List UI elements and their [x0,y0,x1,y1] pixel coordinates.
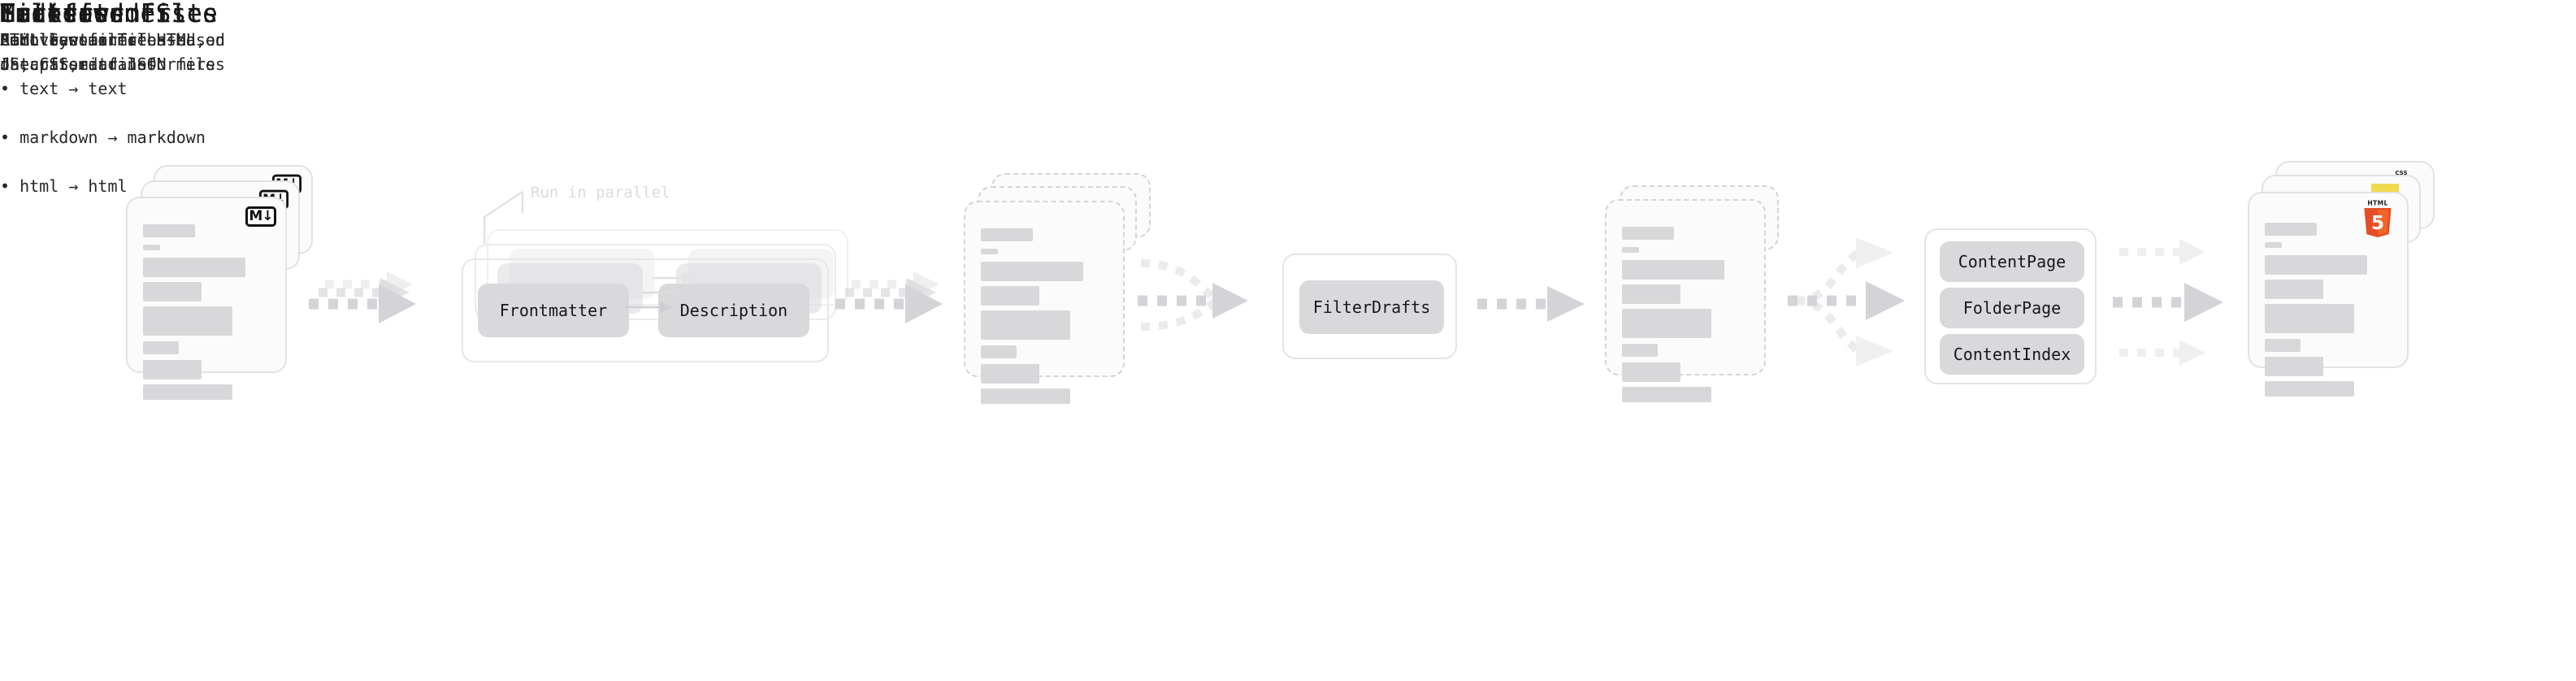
content-bar [2265,242,2282,248]
filters-box: FilterDrafts [1282,254,1457,359]
content-bar [1622,344,1658,357]
content-bar [1622,247,1639,253]
transformers-subtitle: Can transform: [0,30,137,50]
modified-card-front [964,201,1125,404]
content-bar [1622,227,1674,240]
content-bar [143,258,245,277]
content-bar [2265,339,2301,352]
bullet-text: markdown → markdown [20,128,206,148]
connector-emitters-to-site [2113,239,2223,366]
content-bar [981,262,1083,281]
stage-filters: FilterDrafts Filters Remove some files b… [0,0,1457,359]
content-bar [143,306,232,336]
content-bar [143,224,195,237]
content-bar [981,249,998,254]
content-bar [1622,387,1711,402]
svg-text:CSS: CSS [2395,170,2407,176]
transformers-bullet-0: • text → text [0,52,206,101]
transformers-bullet-1: • markdown → markdown [0,101,206,150]
content-bar [1622,260,1724,280]
emitters-box: ContentPage FolderPage ContentIndex [1924,228,2097,384]
content-bar [2265,255,2367,275]
stage-title-transformers: Transformers [0,0,187,28]
connector-filters-to-filtered [1477,286,1585,322]
content-bar [981,286,1039,306]
transformer-pill-frontmatter[interactable]: Frontmatter [478,284,629,337]
filtered-card-front [1605,199,1766,402]
stage-title-emitters: Emitters [0,0,125,28]
connector-transformers-to-modified [835,271,943,323]
stage-modified-files: Modified files HTML Syntax Tree + data f… [0,0,1151,404]
filter-pill-filterdrafts[interactable]: FilterDrafts [1299,280,1444,334]
content-bar [981,310,1070,340]
content-bar [143,384,232,400]
content-bar [2265,280,2323,299]
emitters-subtitle: Emit new files based on the parsed files [0,30,225,75]
content-bar [2265,223,2317,236]
filters-subtitle: Remove some files based on criteria [0,30,225,75]
stage-title-generated-site: Generated Site [0,0,219,28]
emitter-pill-contentpage[interactable]: ContentPage [1940,241,2084,282]
transformers-bullet-2: • html → html [0,150,206,198]
stage-title-markdown-files: Markdown Files [0,0,219,28]
content-bar [1622,362,1680,382]
content-bar [981,345,1017,358]
stage-title-filters: Filters [0,0,110,28]
stage-title-modified-files: Modified files [0,0,219,28]
run-in-parallel-annotation: Run in parallel [531,184,670,202]
content-bar [981,364,1039,384]
markdown-logo-icon: M↓ [245,206,276,227]
content-bar [981,228,1033,241]
svg-text:HTML: HTML [2367,199,2387,206]
stage-markdown-files: M↓ M↓ M↓ Markdown Files [0,0,313,400]
markdown-card-front: M↓ [126,197,287,400]
bullet-text: html → html [20,176,128,197]
content-bar [2265,357,2323,376]
svg-text:5: 5 [2371,213,2384,234]
content-bar [1622,284,1680,304]
connector-filtered-to-emitters [1788,237,1905,367]
generated-site-subtitle: A collection of HTML, JS, CSS, and JSON … [0,30,225,75]
content-bar [143,360,202,380]
transformer-box-front: Frontmatter Description [462,258,829,362]
bullet-text: text → text [20,79,128,99]
content-bar [143,245,160,250]
stage-emitters: ContentPage FolderPage ContentIndex Emit… [0,0,2097,384]
transformer-pill-description[interactable]: Description [658,284,809,337]
bullet-dot: • [0,79,20,99]
content-bar [2265,381,2354,397]
stage-filtered-files: Filtered files [0,0,1779,402]
stage-generated-site: CSS HTML 5 [0,0,2435,397]
emitter-pill-folderpage[interactable]: FolderPage [1940,288,2084,328]
bullet-dot: • [0,176,20,197]
content-bar [1622,309,1711,338]
content-bar [143,341,179,354]
emitter-pill-contentindex[interactable]: ContentIndex [1940,334,2084,375]
stage-title-filtered-files: Filtered files [0,0,219,28]
connector-modified-to-filters [1138,259,1248,331]
content-bar [981,388,1070,404]
content-bar [143,282,202,301]
generated-card-front: HTML 5 [2248,192,2409,397]
modified-files-subtitle: HTML Syntax Tree + data from transformer… [0,30,215,75]
content-bar [2265,304,2354,333]
bullet-dot: • [0,128,20,148]
html5-logo-icon: HTML 5 [2364,199,2392,237]
stage-transformers: Frontmatter Description Run in p [0,0,848,362]
connector-md-to-transformers [309,271,416,323]
